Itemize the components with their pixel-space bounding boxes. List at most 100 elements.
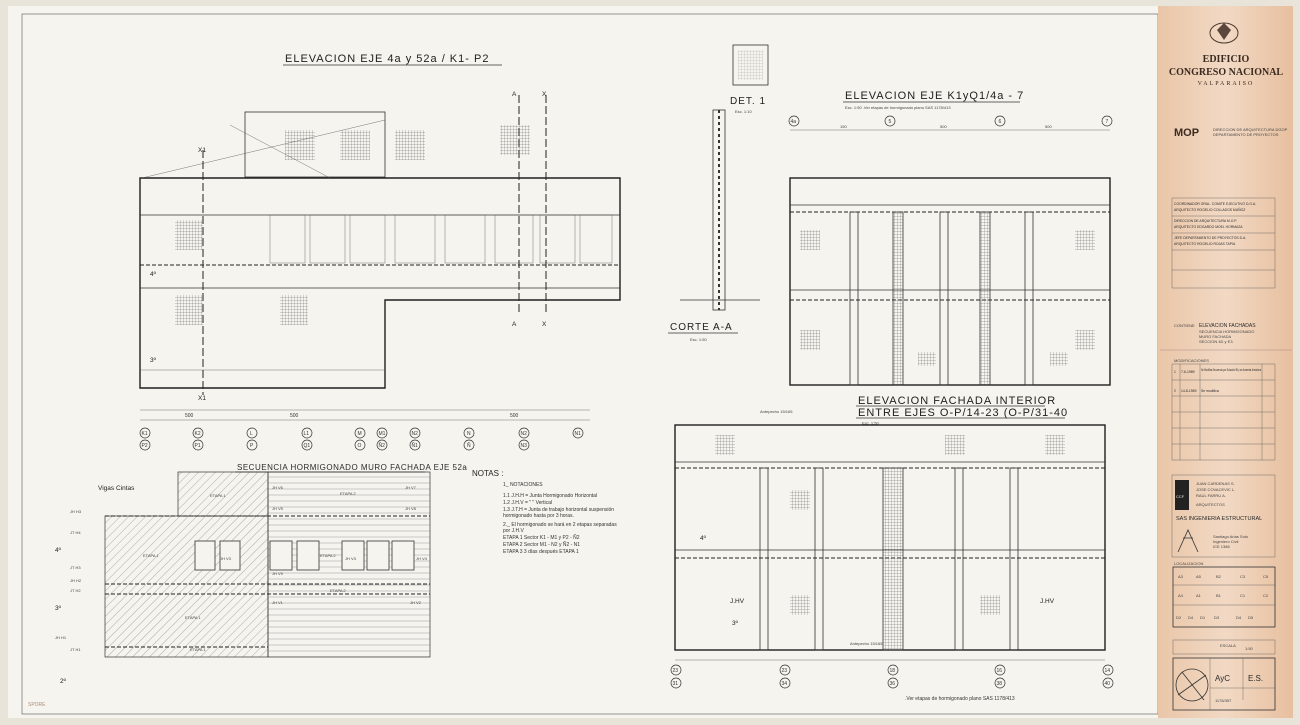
section-mark-x1: X1 xyxy=(198,395,206,402)
label: L1 xyxy=(304,431,310,437)
label: ETAPA 1 xyxy=(185,615,201,620)
label: JH V7 xyxy=(405,485,417,490)
dimension: 500 xyxy=(940,124,947,129)
label: ARQUITECTO EDGARDO MOEL HORMAZA xyxy=(1174,225,1243,229)
label: A3 xyxy=(1178,574,1184,579)
columns xyxy=(759,467,1019,651)
label: P2 xyxy=(142,443,148,449)
secuencia-hormigonado: SECUENCIA HORMIGONADO MURO FACHADA EJE 5… xyxy=(55,463,467,685)
label: A5 xyxy=(1196,574,1202,579)
elevation-4a-title: ELEVACION EJE 4a y 52a / K1- P2 xyxy=(285,53,489,65)
label: JH H3 xyxy=(70,509,82,514)
note-item: hormigonado hasta por 3 horas. xyxy=(503,513,574,519)
architect: RAUL FARRU A. xyxy=(1196,493,1226,498)
label: JH V2 xyxy=(410,600,422,605)
dimension: 500 xyxy=(185,413,194,419)
label: ETAPA 2 xyxy=(320,553,336,558)
label: A1 xyxy=(1196,593,1202,598)
label: N1 xyxy=(575,431,582,437)
joint-labels-left: JH H3 JT H4 JT H3 JH H2 JT H2 JH H1 JT H… xyxy=(55,509,82,652)
label: C3 xyxy=(1240,574,1246,579)
level-labels: 4º 3º 2º xyxy=(55,547,67,685)
label: Ñ1 xyxy=(412,442,419,449)
label: C5 xyxy=(1263,574,1269,579)
joint-label: J.HV xyxy=(1040,598,1055,605)
label: JH V4 xyxy=(416,556,428,561)
corte-title: CORTE A-A xyxy=(670,322,733,333)
north-arrow-icon xyxy=(1175,668,1209,702)
contents-line: ELEVACION FACHADAS xyxy=(1199,323,1256,329)
label: D4 xyxy=(1188,615,1194,620)
section-mark-x: X xyxy=(542,321,547,328)
fachada-note: .Ver etapas de hormigonado plano SAS 117… xyxy=(905,696,1015,702)
label: Se Modifica Secuencia por Solución 55 y … xyxy=(1201,368,1261,372)
note-item: ETAPA 1 Sector K1 - M1 y P2 - Ñ2 xyxy=(503,534,580,541)
label: 14 xyxy=(1105,668,1111,674)
label: JEFE DEPARTAMENTO DE PROYECTOS D.A. xyxy=(1174,236,1246,240)
engineer-firm: SAS INGENIERIA ESTRUCTURAL xyxy=(1176,516,1262,522)
section-mark-x: X xyxy=(542,91,547,98)
contents-label: CONTIENE xyxy=(1174,323,1195,328)
axis-bubbles-k1: 4a 5 6 7 xyxy=(788,115,1113,127)
reinforcement-mesh xyxy=(715,435,1065,615)
city: VALPARAISO xyxy=(1198,81,1255,87)
window-openings xyxy=(194,540,415,571)
section-mark-a: A xyxy=(512,321,517,328)
vigas-cintas-label: Vigas Cintas xyxy=(98,485,135,492)
level-label: 4º xyxy=(150,271,157,278)
architect: JUAN CARDENAS S. xyxy=(1196,481,1235,486)
label: 34 xyxy=(782,681,788,687)
elevation-eje-k1: ELEVACION EJE K1yQ1/4a - 7 Esc. 1:50 .Ve… xyxy=(788,90,1113,386)
label: ETAPA 1 xyxy=(143,553,159,558)
columns xyxy=(849,211,1034,386)
label: 2 xyxy=(1174,389,1176,393)
level-label: 3º xyxy=(732,620,739,627)
location-label: LOCALIZACION xyxy=(1174,561,1203,566)
dimension: 500 xyxy=(510,413,519,419)
etapa-labels: ETAPA 1 ETAPA 2 ETAPA 1 ETAPA 2 ETAPA 2 … xyxy=(143,491,356,652)
section-mark-x1: X1 xyxy=(198,147,206,154)
margin-mark: SPORE xyxy=(28,702,46,708)
stamp-es: E.S. xyxy=(1248,674,1263,683)
corte-scale: Esc. 1:50 xyxy=(690,337,707,342)
dimension: 500 xyxy=(290,413,299,419)
section-mark-a: A xyxy=(512,91,517,98)
label: P xyxy=(250,443,254,449)
label: C2 xyxy=(1263,593,1269,598)
label: P1 xyxy=(195,443,201,449)
level-label: 4º xyxy=(700,535,707,542)
det1-scale: Esc. 1:10 xyxy=(735,109,752,114)
det1-title: DET. 1 xyxy=(730,96,766,107)
title-block: EDIFICIO CONGRESO NACIONAL VALPARAISO MO… xyxy=(1158,6,1293,718)
contents-line: SECCION 4D y E3 xyxy=(1199,339,1233,344)
note-item: 1.3 J.T.H = Junta de trabajo horizontal … xyxy=(503,507,614,513)
label: JT H1 xyxy=(70,647,81,652)
label: JT H3 xyxy=(70,565,81,570)
label: D1 xyxy=(1200,615,1206,620)
label: ETAPA 1 xyxy=(210,493,226,498)
label: JT H2 xyxy=(70,588,81,593)
architect: ARQUITECTOS xyxy=(1196,502,1225,507)
label: COORDINADOR GRAL. COMITE EJECUTIVO D.G.A… xyxy=(1174,202,1256,206)
label: 3º xyxy=(55,605,62,612)
location-key-plan xyxy=(1172,566,1276,628)
fachada-title-1: ELEVACION FACHADA INTERIOR xyxy=(858,395,1056,407)
joint-label: J.HV xyxy=(730,598,745,605)
scale-label: ESCALA xyxy=(1220,643,1236,648)
revisions-table xyxy=(1171,363,1276,461)
label: 14-8-1989 xyxy=(1181,389,1197,393)
engineer: Santiago Arias Soto xyxy=(1213,534,1249,539)
building-name-2: CONGRESO NACIONAL xyxy=(1169,67,1284,78)
note-item: 1.2 J.H.V = " " Vertical xyxy=(503,500,552,506)
dimension: 150 xyxy=(840,124,847,129)
label: DIRECCION DE ARQUITECTURA M.O.P. xyxy=(1174,219,1237,223)
secuencia-title: SECUENCIA HORMIGONADO MURO FACHADA EJE 5… xyxy=(237,463,467,472)
label: 23 xyxy=(782,668,788,674)
engineer: Ingeniero Civil xyxy=(1213,539,1238,544)
elevation-eje-4a: ELEVACION EJE 4a y 52a / K1- P2 A X A X … xyxy=(139,53,621,451)
label: JH V6 xyxy=(272,485,284,490)
